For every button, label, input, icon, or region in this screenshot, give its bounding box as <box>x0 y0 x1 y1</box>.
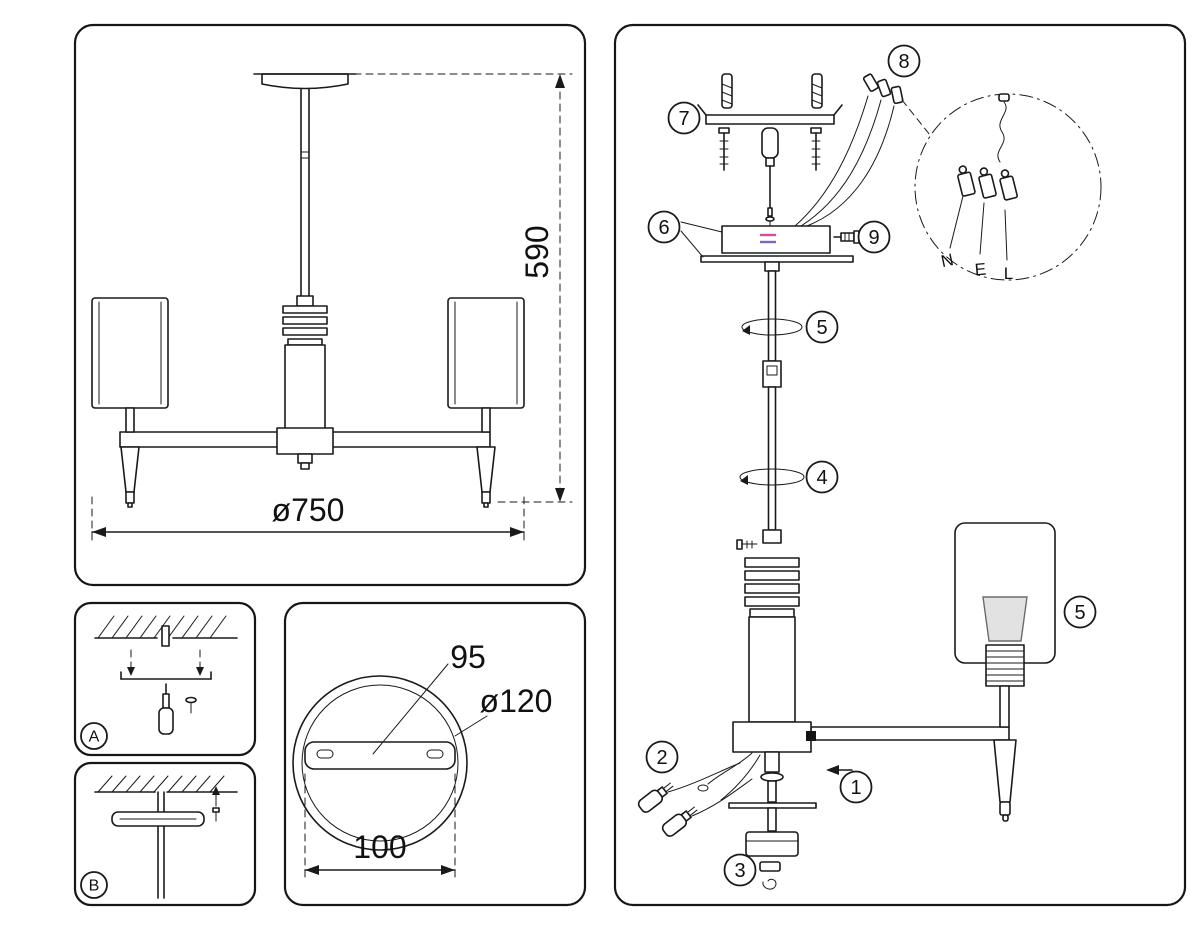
dimension-height: 590 <box>353 73 573 503</box>
wire-lug-icon <box>890 85 904 105</box>
wire-lug-icon <box>862 73 879 92</box>
svg-text:B: B <box>89 878 100 895</box>
step-1-badge: 1 <box>839 770 873 804</box>
detail-b-drawing: B <box>80 775 238 899</box>
candle-sleeve <box>993 739 1017 803</box>
bottom-hardware-group <box>697 751 817 890</box>
step-5b-badge: 5 <box>1063 595 1097 629</box>
rotate-symbol <box>741 318 803 336</box>
svg-text:2: 2 <box>656 747 667 769</box>
set-screw-icon <box>736 539 758 550</box>
svg-text:7: 7 <box>678 108 689 130</box>
svg-text:5: 5 <box>816 317 827 339</box>
svg-text:5: 5 <box>1074 602 1085 624</box>
panel-detail-a-border <box>73 601 257 757</box>
insert-arrow <box>826 765 853 775</box>
svg-text:8: 8 <box>898 51 909 73</box>
mounting-bracket <box>705 114 835 125</box>
assembly-drawing: N E L <box>637 44 1102 890</box>
front-view-drawing <box>91 73 525 508</box>
panel-front-view-border <box>73 23 587 587</box>
ceiling-pin <box>161 625 170 647</box>
mount-plate-drawing: 95 ø120 100 <box>292 639 553 879</box>
wire-n-label: N <box>939 250 956 271</box>
svg-text:9: 9 <box>868 227 879 249</box>
diameter-dim-label: ø750 <box>272 492 345 528</box>
svg-text:3: 3 <box>734 860 745 882</box>
screwdriver-icon <box>158 683 174 735</box>
dimension-diameter: ø750 <box>91 492 525 546</box>
screwdriver-icon <box>761 127 779 217</box>
canopy-front <box>261 73 349 90</box>
glass-shade <box>954 522 1056 664</box>
rod-group <box>736 261 805 550</box>
screw-icon <box>718 127 730 171</box>
wall-anchor-icon <box>811 73 823 109</box>
screw-icon-a <box>185 696 197 714</box>
svg-text:A: A <box>89 729 100 746</box>
terminal-block-icon <box>957 165 1018 201</box>
svg-text:4: 4 <box>816 467 827 489</box>
screw-icon-b <box>212 786 220 822</box>
svg-text:6: 6 <box>658 217 669 239</box>
ceiling-hatch-b <box>97 775 225 793</box>
supply-wires-group <box>794 73 931 227</box>
mounting-bracket-group <box>697 73 843 227</box>
plug-group <box>637 762 753 837</box>
wire-lug-icon <box>876 78 892 98</box>
ceiling-plate <box>700 255 854 263</box>
detail-b-badge: B <box>80 871 108 899</box>
center-column-front <box>284 344 326 431</box>
screw-icon-9 <box>833 230 860 244</box>
rotate-symbol <box>739 468 805 486</box>
panel-assembly-border <box>613 23 1187 907</box>
plug-icon <box>661 806 698 837</box>
wire-l-label: L <box>1004 264 1014 283</box>
panel-mount-plate-border <box>283 601 587 907</box>
terminal-detail-group: N E L <box>914 93 1102 283</box>
step-4-badge: 4 <box>805 460 839 494</box>
bottom-box <box>745 831 799 857</box>
center-hub-front <box>276 427 334 455</box>
outer-dim-label: ø120 <box>480 683 553 719</box>
step-7-badge: 7 <box>667 101 701 135</box>
plug-icon <box>637 782 674 813</box>
step-3-badge: 3 <box>723 853 757 887</box>
center-column <box>748 616 796 723</box>
step-9-badge: 9 <box>857 220 891 254</box>
screw-icon <box>810 127 822 171</box>
hub-set-screw <box>806 731 816 741</box>
step-6-badge: 6 <box>647 210 681 244</box>
svg-text:1: 1 <box>850 777 861 799</box>
body-group <box>732 557 1010 753</box>
arm <box>810 726 1010 741</box>
left-shade <box>91 297 169 409</box>
panel-detail-b-border <box>73 761 257 907</box>
plate-bar <box>304 741 456 770</box>
canopy-group <box>680 221 860 263</box>
socket-thread <box>985 644 1025 687</box>
slot-dim-label: 95 <box>450 639 486 675</box>
spacing-dim-label: 100 <box>353 829 406 865</box>
hub <box>732 721 812 753</box>
right-shade <box>447 297 525 409</box>
shade-group <box>954 522 1056 822</box>
step-5-badge: 5 <box>805 310 839 344</box>
wire-e-label: E <box>974 260 988 280</box>
lamp-holder-silhouette <box>982 596 1028 642</box>
height-dim-label: 590 <box>519 225 555 278</box>
step-2-badge: 2 <box>645 740 679 774</box>
detail-a-drawing: A <box>80 615 238 750</box>
step-8-badge: 8 <box>887 44 921 78</box>
detail-a-badge: A <box>80 722 108 750</box>
wall-anchor-icon <box>721 73 733 109</box>
canopy-box <box>721 225 831 254</box>
